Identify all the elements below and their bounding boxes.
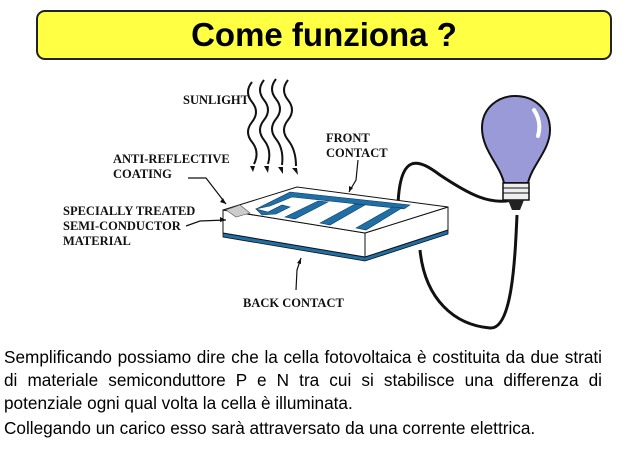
label-semiconductor-3: MATERIAL <box>63 234 131 248</box>
front-contact-grid <box>255 191 411 231</box>
label-front-contact-2: CONTACT <box>326 146 388 160</box>
anti-reflective-coating <box>225 204 251 218</box>
label-semiconductor-2: SEMI-CONDUCTOR <box>63 219 182 233</box>
slide-title: Come funziona ? <box>191 16 457 53</box>
paragraph-1: Semplificando possiamo dire che la cella… <box>4 347 602 413</box>
body-text: Semplificando possiamo dire che la cella… <box>4 346 602 440</box>
light-bulb-icon <box>480 94 552 210</box>
sunlight-rays-icon <box>247 78 297 167</box>
label-front-contact-1: FRONT <box>326 131 370 145</box>
label-anti-reflective-1: ANTI-REFLECTIVE <box>113 152 230 166</box>
solar-cell <box>222 186 449 262</box>
title-banner: Come funziona ? <box>36 10 612 60</box>
label-anti-reflective-2: COATING <box>113 167 172 181</box>
label-sunlight: SUNLIGHT <box>183 93 250 107</box>
paragraph-2: Collegando un carico esso sarà attravers… <box>4 418 536 438</box>
solar-cell-diagram: SUNLIGHT FRONT CONTACT ANTI-REFLECTIVE C… <box>63 78 552 330</box>
wire-bottom <box>418 214 519 330</box>
label-semiconductor-1: SPECIALLY TREATED <box>63 204 195 218</box>
wire-top <box>396 161 513 206</box>
label-back-contact: BACK CONTACT <box>243 296 344 310</box>
